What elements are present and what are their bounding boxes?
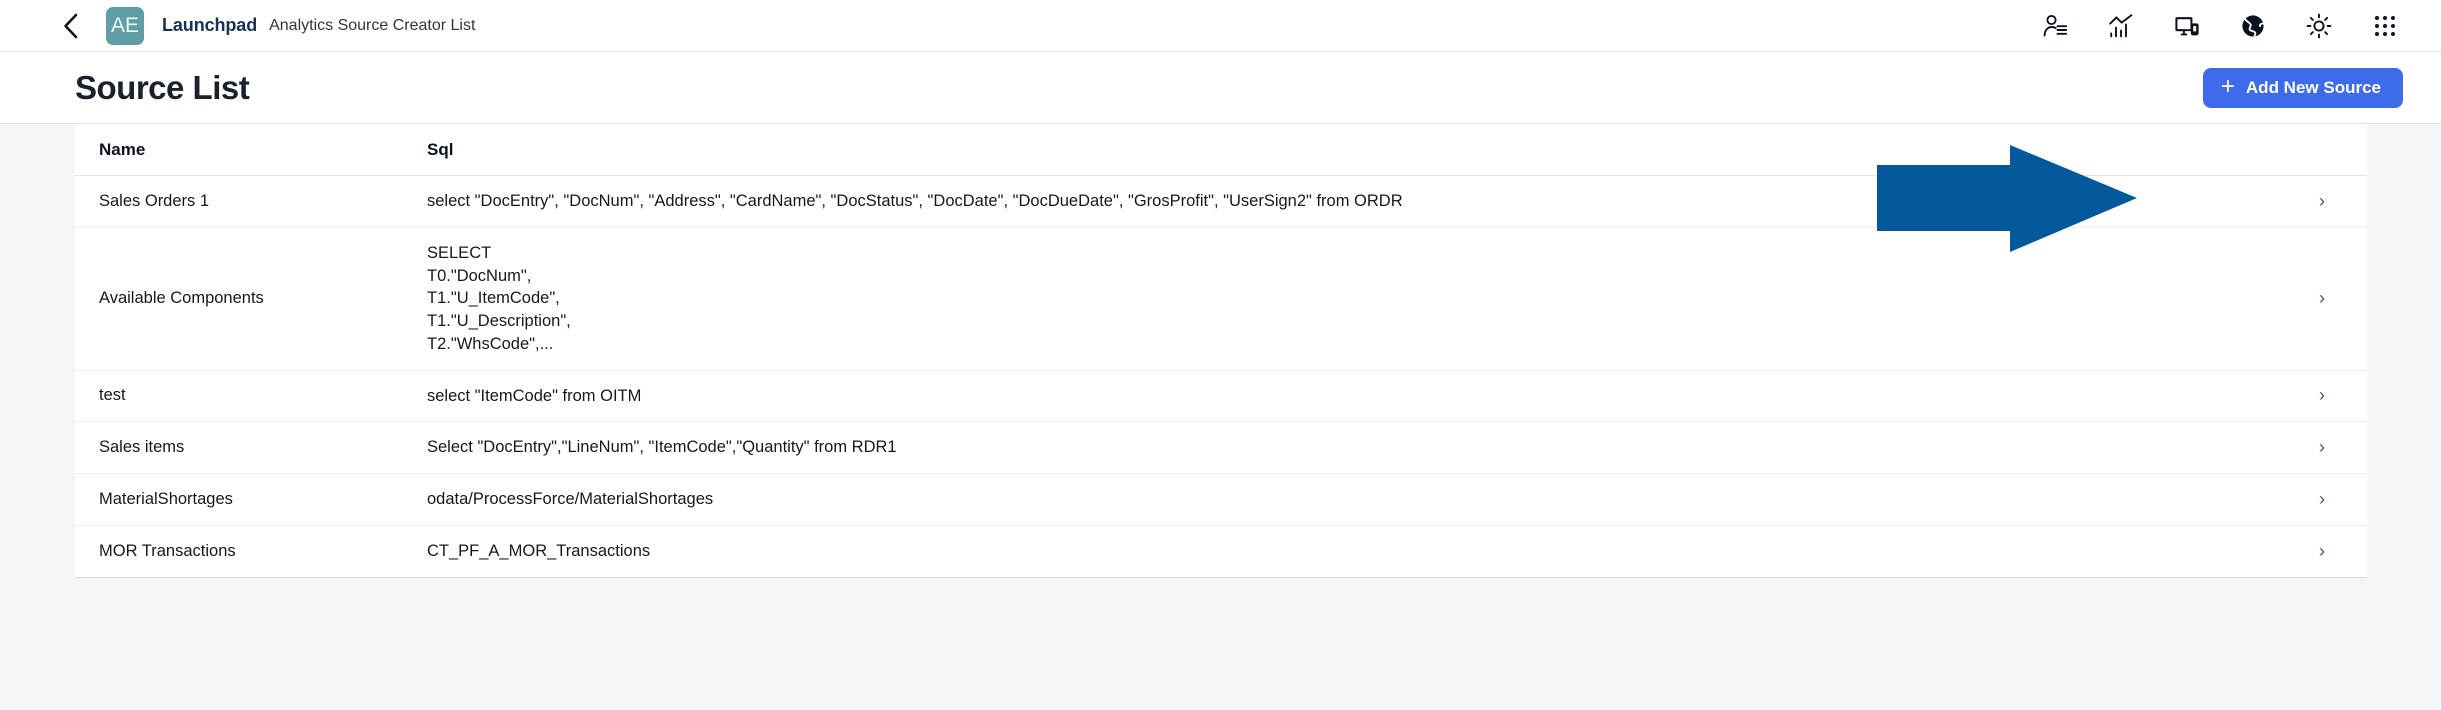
add-new-source-label: Add New Source bbox=[2245, 77, 2381, 97]
cell-name: Available Components bbox=[75, 227, 427, 371]
table-row[interactable]: test select "ItemCode" from OITM › bbox=[75, 370, 2367, 423]
cell-sql: select "ItemCode" from OITM bbox=[427, 386, 642, 405]
chevron-left-icon bbox=[62, 13, 79, 39]
table-header-row: Name Sql bbox=[75, 124, 2367, 176]
row-chevron-icon[interactable]: › bbox=[2319, 288, 2325, 309]
table-row[interactable]: MaterialShortages odata/ProcessForce/Mat… bbox=[75, 473, 2367, 526]
analytics-chart-icon bbox=[2108, 13, 2134, 39]
row-chevron-icon[interactable]: › bbox=[2319, 489, 2325, 509]
row-chevron-icon[interactable]: › bbox=[2319, 190, 2325, 211]
user-settings-button[interactable] bbox=[2033, 4, 2077, 48]
table-row[interactable]: Sales Orders 1 select "DocEntry", "DocNu… bbox=[75, 175, 2367, 228]
devices-icon bbox=[2174, 13, 2200, 39]
column-header-actions bbox=[2277, 124, 2367, 176]
devices-button[interactable] bbox=[2165, 4, 2209, 48]
cell-sql: SELECT T0."DocNum", T1."U_ItemCode", T1.… bbox=[427, 243, 571, 353]
page-title: Source List bbox=[75, 68, 250, 106]
globe-icon bbox=[2240, 13, 2266, 39]
source-list-table: Name Sql Sales Orders 1 select "DocEntry… bbox=[75, 124, 2367, 578]
cell-name: test bbox=[75, 370, 427, 423]
content-area: Name Sql Sales Orders 1 select "DocEntry… bbox=[0, 124, 2441, 578]
app-logo-text: AE bbox=[110, 14, 139, 37]
page-header: Source List + Add New Source bbox=[0, 52, 2441, 252]
table-header: Name Sql bbox=[75, 124, 2367, 176]
top-navigation-bar: AE Launchpad Analytics Source Creator Li… bbox=[0, 0, 2441, 52]
table-row[interactable]: Available Components SELECT T0."DocNum",… bbox=[75, 227, 2367, 371]
plus-icon: + bbox=[2220, 72, 2235, 100]
apps-button[interactable] bbox=[2363, 4, 2407, 48]
brightness-sun-icon bbox=[2306, 13, 2332, 39]
appearance-button[interactable] bbox=[2297, 4, 2341, 48]
cell-name: Sales Orders 1 bbox=[75, 175, 427, 228]
add-new-source-button[interactable]: + Add New Source bbox=[2202, 67, 2403, 108]
cell-sql: select "DocEntry", "DocNum", "Address", … bbox=[427, 192, 1403, 210]
column-header-sql: Sql bbox=[427, 124, 2277, 176]
row-chevron-icon[interactable]: › bbox=[2319, 437, 2325, 458]
source-list-table-card: Name Sql Sales Orders 1 select "DocEntry… bbox=[75, 124, 2367, 578]
app-logo: AE bbox=[106, 6, 144, 45]
cell-name: Sales items bbox=[75, 421, 427, 475]
table-row[interactable]: MOR Transactions CT_PF_A_MOR_Transaction… bbox=[75, 525, 2367, 578]
back-button[interactable] bbox=[40, 0, 100, 52]
topbar-icon-group bbox=[2033, 4, 2407, 48]
table-row[interactable]: Sales items Select "DocEntry","LineNum",… bbox=[75, 421, 2367, 475]
language-button[interactable] bbox=[2231, 4, 2275, 48]
cell-sql: CT_PF_A_MOR_Transactions bbox=[427, 541, 651, 560]
analytics-button[interactable] bbox=[2099, 4, 2143, 48]
cell-sql: Select "DocEntry","LineNum", "ItemCode",… bbox=[427, 438, 897, 457]
app-grid-icon bbox=[2375, 15, 2395, 36]
user-settings-icon bbox=[2042, 13, 2068, 39]
table-body: Sales Orders 1 select "DocEntry", "DocNu… bbox=[75, 175, 2367, 578]
cell-sql: odata/ProcessForce/MaterialShortages bbox=[427, 490, 714, 509]
cell-name: MOR Transactions bbox=[75, 525, 427, 578]
breadcrumb: Analytics Source Creator List bbox=[269, 16, 476, 34]
cell-name: MaterialShortages bbox=[75, 473, 427, 526]
column-header-name: Name bbox=[75, 124, 427, 176]
row-chevron-icon[interactable]: › bbox=[2319, 385, 2325, 406]
row-chevron-icon[interactable]: › bbox=[2319, 540, 2325, 561]
brand-name: Launchpad bbox=[162, 15, 258, 35]
